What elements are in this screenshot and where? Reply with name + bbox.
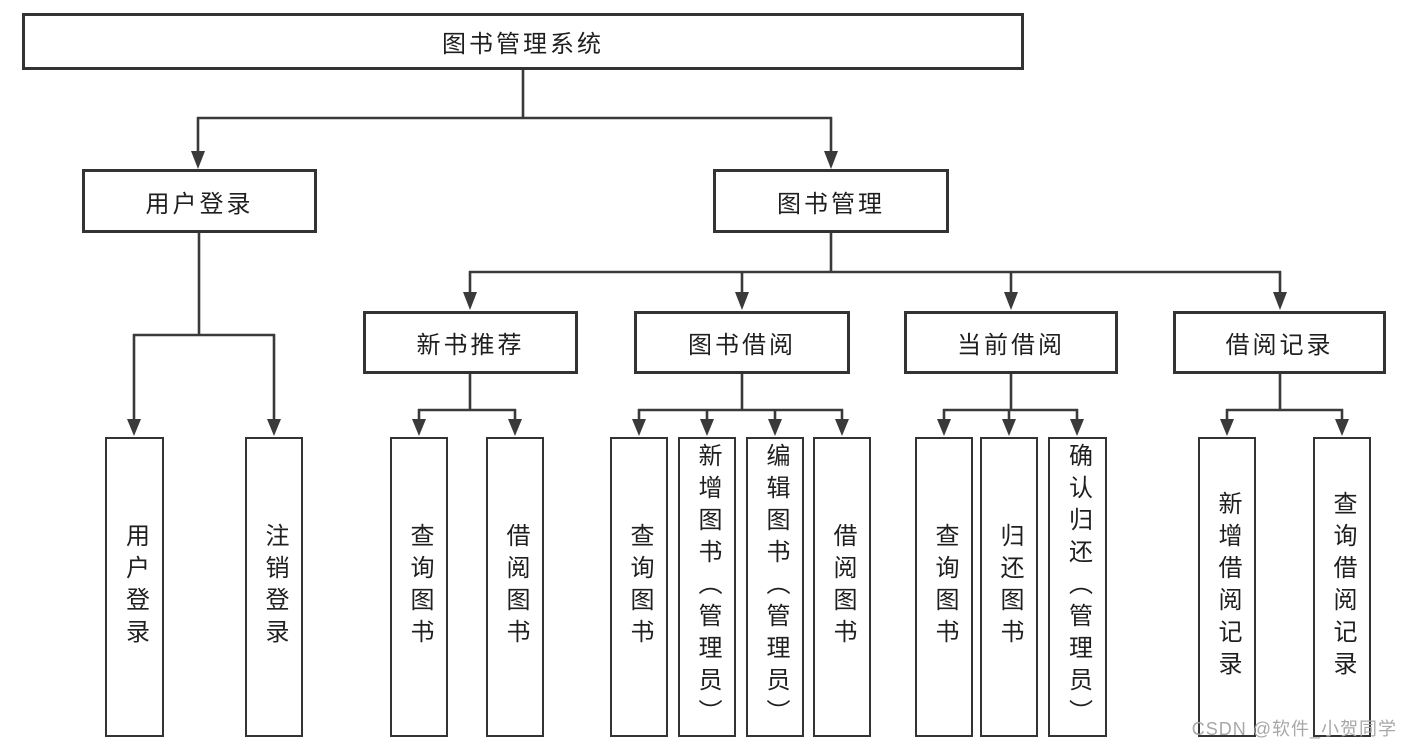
connector-current-borrowing-split: [937, 374, 1084, 436]
node-leaf-query-books-recommendation: 查询图书: [390, 437, 448, 737]
node-leaf-logout: 注销登录: [245, 437, 303, 737]
connector-borrowing-records-split: [1220, 374, 1349, 436]
connector-new-book-recommendation-split: [412, 374, 522, 436]
node-book-borrowing: 图书借阅: [634, 311, 850, 374]
node-user-login: 用户登录: [82, 169, 317, 233]
node-leaf-return-books: 归还图书: [980, 437, 1038, 737]
connector-book-borrowing-split: [632, 374, 849, 436]
node-leaf-borrow-books: 借阅图书: [813, 437, 871, 737]
node-leaf-query-borrow-record: 查询借阅记录: [1313, 437, 1371, 737]
node-book-management: 图书管理: [713, 169, 949, 233]
node-leaf-add-borrow-record: 新增借阅记录: [1198, 437, 1256, 737]
node-current-borrowing: 当前借阅: [904, 311, 1118, 374]
node-new-book-recommendation: 新书推荐: [363, 311, 578, 374]
node-borrowing-records: 借阅记录: [1173, 311, 1386, 374]
node-leaf-add-books-admin: 新增图书（管理员）: [678, 437, 736, 737]
node-leaf-edit-books-admin: 编辑图书（管理员）: [746, 437, 804, 737]
node-leaf-query-books-current: 查询图书: [915, 437, 973, 737]
node-leaf-borrow-books-recommendation: 借阅图书: [486, 437, 544, 737]
connector-user-login-split: [127, 233, 281, 436]
csdn-watermark: CSDN @软件_小贺同学: [1191, 719, 1397, 739]
connector-root-split: [191, 70, 838, 169]
node-leaf-confirm-return-admin: 确认归还（管理员）: [1048, 437, 1107, 737]
node-library-management-system: 图书管理系统: [22, 13, 1024, 70]
connector-book-management-split: [463, 233, 1287, 310]
node-leaf-user-login: 用户登录: [105, 437, 164, 737]
node-leaf-query-books-borrowing: 查询图书: [610, 437, 668, 737]
